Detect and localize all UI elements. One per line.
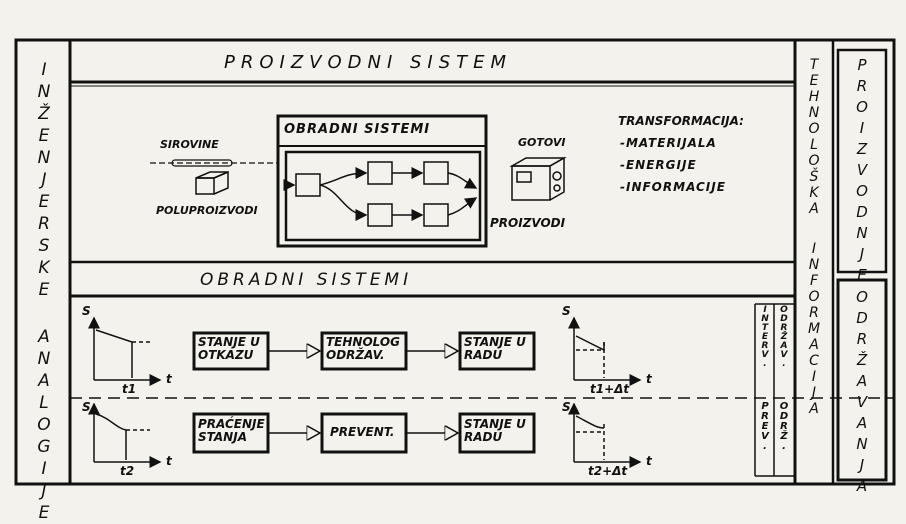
outputs-title: GOTOVI: [518, 136, 565, 149]
graph-r2-right: [574, 404, 640, 462]
r2-right-y-label: S: [562, 400, 571, 414]
r2-left-t-mark: t2: [120, 464, 134, 478]
transform-item: -INFORMACIJE: [620, 180, 726, 194]
transform-item: -ENERGIJE: [620, 158, 697, 172]
inputs-subtitle: POLUPROIZVODI: [156, 204, 258, 217]
box-label: PREVENT.: [330, 426, 408, 439]
r1-left-x-label: t: [166, 372, 172, 386]
r2-right-t-mark: t2+Δt: [588, 464, 627, 478]
r1-left-t-mark: t1: [122, 382, 136, 396]
graph-r2-left: [94, 404, 160, 462]
r1-right-x-label: t: [646, 372, 652, 386]
box-label: TEHNOLOG ODRŽAV.: [326, 336, 404, 361]
processing-title: OBRADNI SISTEMI: [284, 122, 430, 137]
graph-r1-left: [94, 318, 160, 380]
graph-r1-right: [574, 318, 640, 380]
r2-left-x-label: t: [166, 454, 172, 468]
box-label: STANJE U RADU: [464, 336, 532, 361]
r1-left-y-label: S: [82, 304, 91, 318]
r1-right-t-mark: t1+Δt: [590, 382, 629, 396]
transform-item: -MATERIJALA: [620, 136, 717, 150]
raw-material-rod: [150, 160, 278, 166]
transform-title: TRANSFORMACIJA:: [618, 114, 744, 128]
r1-right-y-label: S: [562, 304, 571, 318]
box-label: STANJE U OTKAZU: [198, 336, 266, 361]
r2-left-y-label: S: [82, 400, 91, 414]
box-label: STANJE U RADU: [464, 418, 532, 443]
middle-title: OBRADNI SISTEMI: [200, 270, 412, 290]
outputs-subtitle: PROIZVODI: [490, 216, 565, 230]
box-label: PRAĆENJE STANJA: [198, 418, 266, 443]
r2-right-x-label: t: [646, 454, 652, 468]
semi-product-cube: [196, 172, 228, 194]
inputs-title: SIROVINE: [160, 138, 219, 151]
finished-product-device: [512, 158, 564, 200]
header-title: PROIZVODNI SISTEM: [224, 52, 512, 73]
